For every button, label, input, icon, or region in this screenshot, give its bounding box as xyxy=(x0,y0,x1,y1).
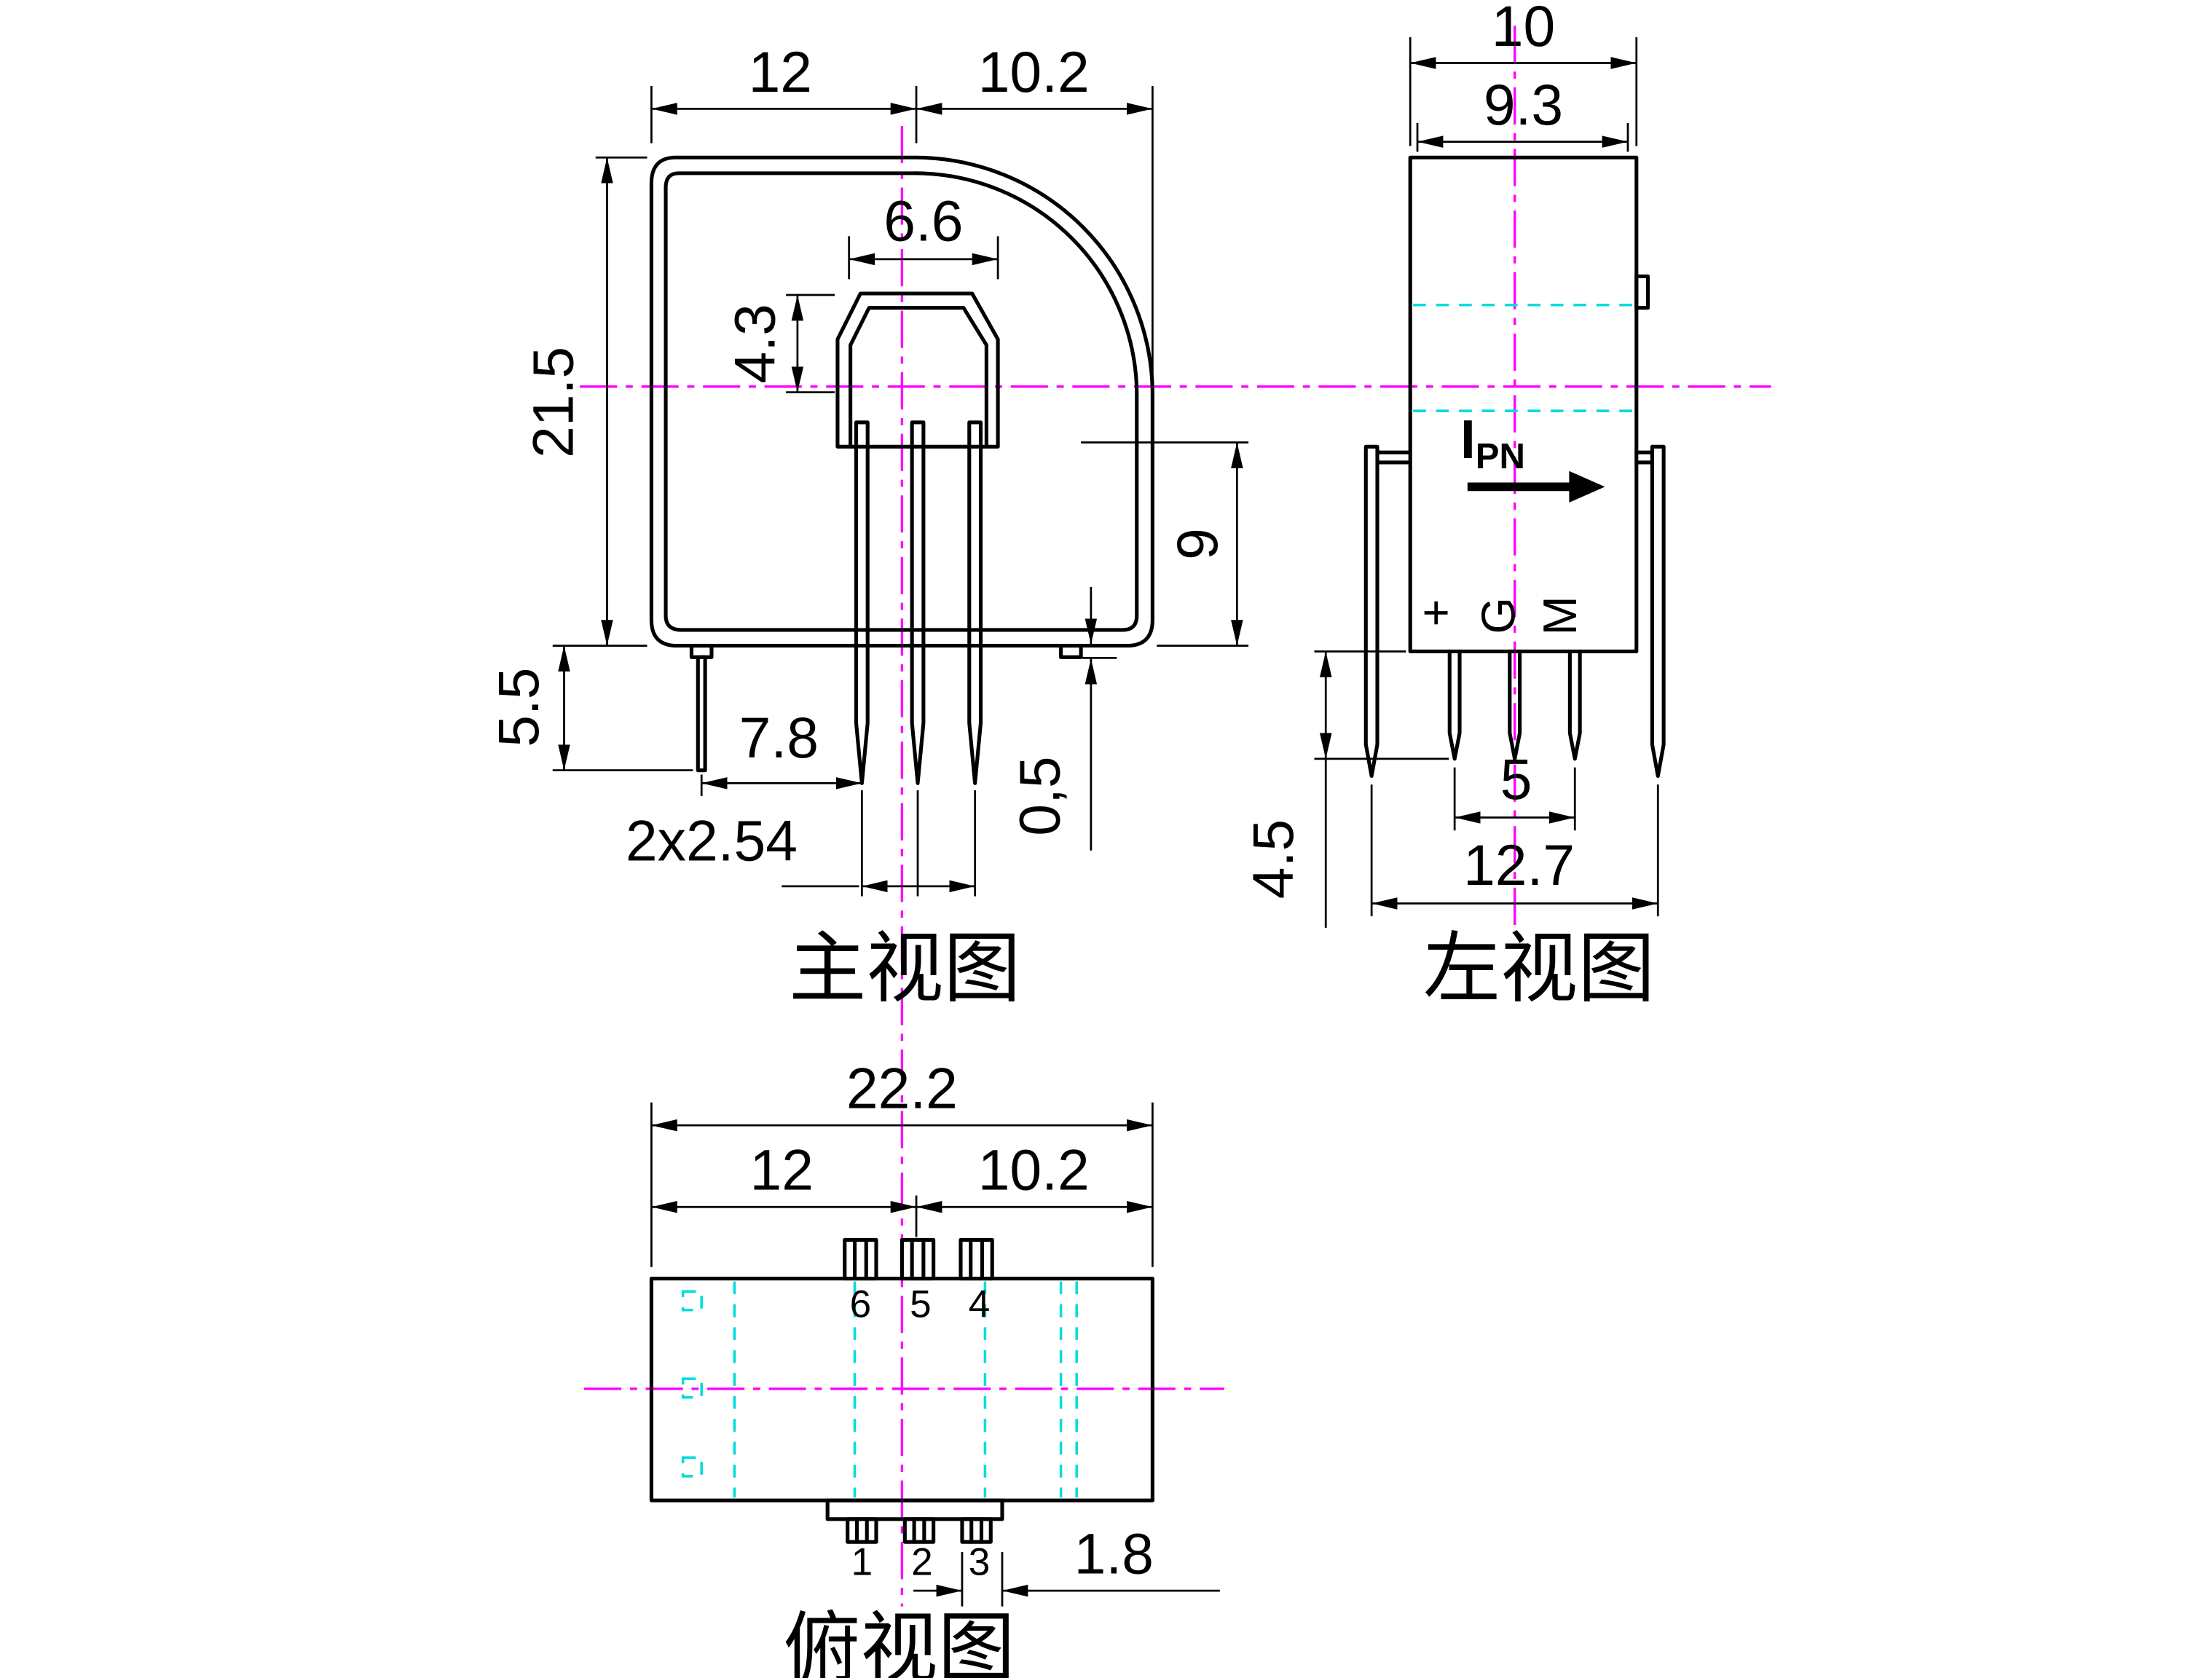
top-dimension-lines xyxy=(650,1102,1220,1607)
front-body xyxy=(649,155,1154,648)
dim-left-width-inner: 9.3 xyxy=(1484,73,1563,137)
front-window-inner xyxy=(849,306,988,449)
top-hidden-lines xyxy=(681,1281,1078,1498)
dim-front-window-height: 4.3 xyxy=(723,304,787,383)
front-view: 12 10.2 6.6 4.3 21.5 9 5.5 7.8 2x2.54 0,… xyxy=(487,40,1249,1012)
front-view-title: 主视图 xyxy=(789,926,1020,1012)
left-view: IPN + G M 10 9.3 5 xyxy=(1241,0,1666,1012)
dim-left-total-width: 12.7 xyxy=(1463,833,1575,897)
pin-number-3: 3 xyxy=(969,1540,991,1583)
left-pin-g xyxy=(1508,649,1522,761)
front-pins xyxy=(689,420,1083,785)
dim-top-width-right: 10.2 xyxy=(978,1138,1090,1202)
dim-front-tab-thickness: 0,5 xyxy=(1008,756,1072,835)
left-pins xyxy=(1363,444,1666,779)
ipn-label: IPN xyxy=(1460,409,1525,476)
left-body xyxy=(1408,155,1650,654)
centerlines xyxy=(580,25,1771,1607)
left-side-notch xyxy=(1634,274,1650,310)
dim-front-pin-depth: 9 xyxy=(1165,528,1229,560)
left-dimension-text: 10 9.3 5 12.7 4.5 xyxy=(1241,0,1575,899)
dim-top-pin-width: 1.8 xyxy=(1074,1521,1154,1586)
dim-front-window-width: 6.6 xyxy=(883,189,963,253)
left-pin-m xyxy=(1567,649,1582,761)
front-window-outer xyxy=(835,291,1000,449)
pin-number-6: 6 xyxy=(850,1283,872,1326)
top-dimension-text: 22.2 12 10.2 1.8 xyxy=(750,1057,1154,1586)
dim-front-pin-pitch: 2x2.54 xyxy=(626,808,798,873)
top-pin5-section xyxy=(900,1237,936,1281)
front-pin-1 xyxy=(854,420,870,785)
dim-front-width-right: 10.2 xyxy=(978,40,1090,104)
left-hidden-lines xyxy=(1413,303,1634,412)
front-dimension-text: 12 10.2 6.6 4.3 21.5 9 5.5 7.8 2x2.54 0,… xyxy=(487,40,1229,873)
top-pin1-section xyxy=(846,1517,878,1544)
dim-top-total-width: 22.2 xyxy=(846,1057,958,1121)
front-pin-2 xyxy=(910,420,926,785)
left-dimension-lines xyxy=(1314,37,1659,928)
front-dimension-lines xyxy=(552,85,1249,897)
pin-label-g: G xyxy=(1472,597,1525,634)
left-labels: IPN + G M xyxy=(1409,409,1605,635)
dim-front-pin-offset: 7.8 xyxy=(739,706,819,770)
front-body-outer xyxy=(649,155,1154,648)
dim-left-pin-span: 5 xyxy=(1500,747,1532,811)
top-pin2-section xyxy=(902,1517,936,1544)
top-pin3-section xyxy=(960,1517,993,1544)
front-tab-right xyxy=(1059,644,1083,659)
left-outer-pin-right xyxy=(1650,444,1666,779)
left-outer-pin-left xyxy=(1363,444,1379,779)
top-view-title: 俯视图 xyxy=(783,1606,1015,1678)
front-body-inner xyxy=(664,171,1139,632)
dim-front-body-height: 21.5 xyxy=(521,347,585,458)
pin-number-1: 1 xyxy=(851,1540,873,1583)
ipn-arrow-icon xyxy=(1467,470,1605,503)
left-body-outline xyxy=(1408,155,1639,654)
top-pin-sections xyxy=(843,1237,994,1544)
top-pin-numbers: 6 5 4 1 2 3 xyxy=(850,1283,991,1584)
top-pin6-section xyxy=(843,1237,878,1281)
top-view: 6 5 4 1 2 3 22.2 12 10.2 1.8 俯视图 xyxy=(649,1057,1220,1678)
pin-label-m: M xyxy=(1533,596,1586,635)
pin-number-2: 2 xyxy=(911,1540,933,1583)
dim-front-width-left: 12 xyxy=(749,40,812,104)
front-pin-3 xyxy=(967,420,983,785)
dim-left-pin-length: 4.5 xyxy=(1241,819,1305,899)
pin-number-5: 5 xyxy=(910,1283,932,1326)
left-view-title: 左视图 xyxy=(1423,926,1655,1012)
dim-top-width-left: 12 xyxy=(750,1138,814,1202)
front-side-pin xyxy=(696,655,707,773)
top-bottom-flange xyxy=(825,1498,1004,1521)
pin-number-4: 4 xyxy=(969,1283,991,1326)
pin-label-plus: + xyxy=(1409,599,1462,626)
dim-front-side-pin-length: 5.5 xyxy=(487,667,551,747)
top-pin4-section xyxy=(959,1237,994,1281)
left-pin-plus xyxy=(1447,649,1462,761)
dim-left-width-outer: 10 xyxy=(1492,0,1555,58)
